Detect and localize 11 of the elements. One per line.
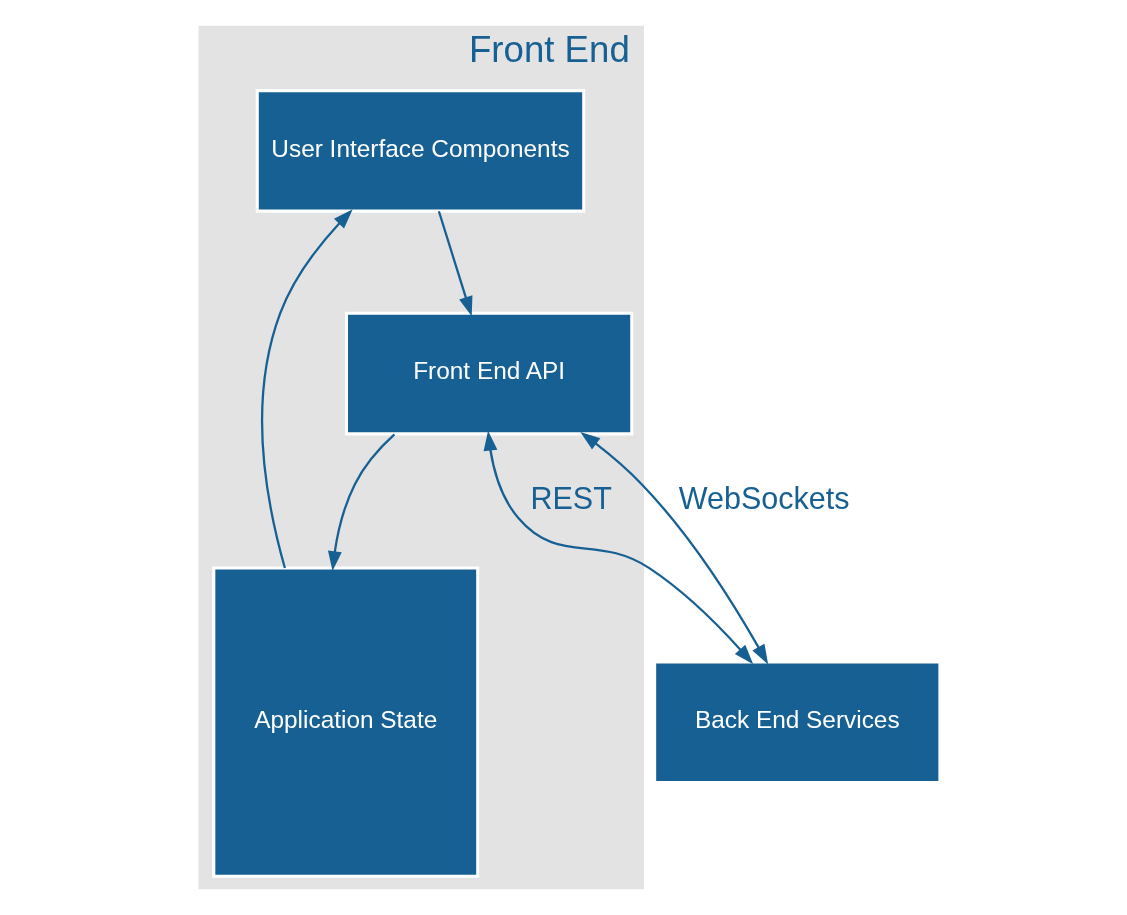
edge-label: WebSockets: [678, 480, 850, 515]
arrow: [580, 431, 769, 665]
arrow: [483, 430, 754, 665]
node-box: Application State: [212, 566, 480, 878]
node-box: User Interface Components: [255, 89, 586, 213]
node-box: Front End API: [345, 311, 634, 436]
arrow: [261, 209, 353, 569]
edge-label: REST: [530, 480, 612, 515]
arrow: [327, 433, 396, 572]
node-box: Back End Services: [653, 660, 942, 784]
arrow: [437, 210, 473, 317]
